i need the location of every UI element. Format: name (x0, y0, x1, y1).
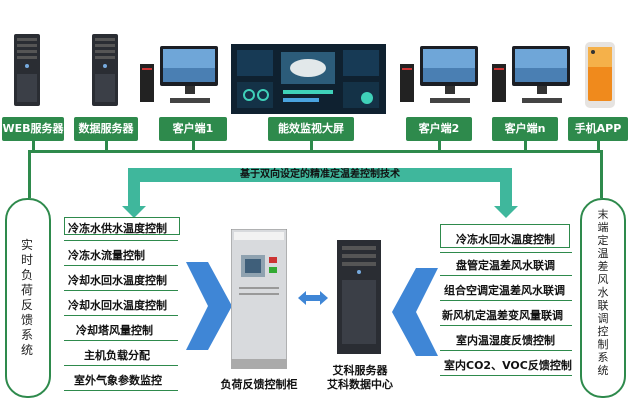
device-label-clientn: 客户端n (492, 117, 558, 141)
device-label-client1: 客户端1 (159, 117, 227, 141)
right-system-box (580, 198, 626, 398)
device-label-web: WEB服务器 (2, 117, 64, 141)
mobile-phone-icon (585, 42, 615, 108)
right-item-highlight (440, 224, 570, 248)
left-item-line (64, 290, 178, 291)
server-label-2: 艾科数据中心 (327, 378, 393, 391)
server-label-1: 艾科服务器 (332, 364, 388, 377)
data-server-icon (92, 34, 118, 106)
left-item: 主机负载分配 (84, 349, 150, 362)
left-bus-drop (28, 150, 31, 198)
right-system-title: 末端定温差风水联调控制系统 (597, 208, 609, 377)
left-item: 冷冻水流量控制 (68, 249, 145, 262)
right-bus-drop (600, 150, 603, 198)
data-center-server-icon (337, 240, 381, 354)
right-item-line (440, 350, 572, 351)
right-item-line (440, 325, 572, 326)
network-bus-line (28, 150, 602, 153)
left-item-line (64, 390, 178, 391)
clientn-computer-icon (492, 46, 572, 108)
left-item: 冷却水回水温度控制 (68, 299, 167, 312)
right-item-line (440, 252, 572, 253)
right-item-line (440, 275, 572, 276)
right-item: 冷冻水回水温度控制 (456, 233, 555, 246)
right-item: 室内CO2、VOC反馈控制 (444, 359, 572, 372)
right-item: 组合空调定温差风水联调 (444, 284, 565, 297)
control-cabinet-icon (230, 228, 288, 370)
left-item: 冷却水回水温度控制 (68, 274, 167, 287)
bidirectional-arrow (298, 291, 328, 305)
bus-drop-web (32, 141, 35, 151)
device-label-phone: 手机APP (568, 117, 628, 141)
bus-drop-screen (310, 141, 313, 151)
right-item-line (440, 300, 572, 301)
right-item: 盘管定温差风水联调 (456, 259, 555, 272)
device-label-screen: 能效监视大屏 (268, 117, 354, 141)
right-item: 新风机定温差变风量联调 (442, 309, 563, 322)
client1-computer-icon (140, 46, 220, 108)
left-big-arrow (186, 262, 232, 350)
left-item-line (64, 265, 178, 266)
left-item: 室外气象参数监控 (74, 374, 162, 387)
left-item-line (64, 240, 178, 241)
right-item: 室内温湿度反馈控制 (456, 334, 555, 347)
left-system-box (5, 198, 51, 398)
web-server-icon (14, 34, 40, 106)
bus-drop-client2 (438, 141, 441, 151)
left-item: 冷冻水供水温度控制 (68, 222, 167, 235)
bus-drop-client1 (192, 141, 195, 151)
tech-banner-label: 基于双向设定的精准定温差控制技术 (240, 169, 400, 180)
left-item-line (64, 315, 178, 316)
device-label-data-server: 数据服务器 (74, 117, 138, 141)
left-item: 冷却塔风量控制 (76, 324, 153, 337)
right-item-line (440, 375, 572, 376)
bus-drop-phone (597, 141, 600, 151)
tech-banner-arrows (122, 168, 518, 218)
left-system-title: 实时负荷反馈系统 (20, 238, 33, 357)
left-item-highlight (64, 217, 180, 235)
cabinet-label: 负荷反馈控制柜 (220, 378, 298, 391)
right-big-arrow (392, 268, 438, 356)
client2-computer-icon (400, 46, 480, 108)
monitoring-screen-icon (231, 44, 386, 114)
device-label-client2: 客户端2 (406, 117, 472, 141)
bus-drop-clientn (524, 141, 527, 151)
left-item-line (64, 340, 178, 341)
bus-drop-data (105, 141, 108, 151)
left-item-line (64, 365, 178, 366)
